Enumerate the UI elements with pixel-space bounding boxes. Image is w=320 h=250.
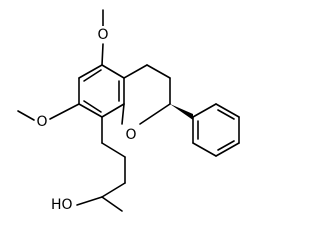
bond-lines — [17, 9, 240, 212]
ring-a-bond-4 — [101, 103, 125, 118]
phenyl-bond-5 — [215, 103, 240, 118]
ho-label-bg — [50, 196, 76, 213]
pyran-bond-1 — [123, 64, 148, 79]
o-left-label: O — [36, 114, 47, 130]
atom-labels: O O O HO — [35, 26, 138, 213]
pyran-bond-5 — [121, 103, 125, 125]
methoxy-left-bond-2 — [17, 110, 35, 121]
ring-a-bond-6 — [101, 64, 125, 79]
methoxy-left-bond-1 — [49, 103, 80, 120]
ho-label: HO — [51, 197, 73, 213]
ring-a-bond-3 — [78, 103, 103, 118]
methoxy-top-bond-1 — [101, 43, 104, 66]
phenyl-bond-2 — [192, 142, 217, 157]
o-ring-label-bg — [124, 126, 138, 143]
phenyl-bond-3 — [215, 142, 240, 157]
pyran-bond-4 — [139, 103, 171, 125]
pyran-bond-2 — [146, 64, 171, 79]
ring-a-bond-1 — [78, 64, 103, 79]
side-chain-bond-4 — [101, 182, 126, 198]
side-chain-bond-5 — [101, 196, 123, 212]
phenyl-bond-6 — [192, 103, 217, 118]
o-top-label-bg — [96, 26, 110, 43]
o-left-label-bg — [35, 114, 49, 131]
phenyl-inner-bond-2 — [217, 140, 235, 151]
side-chain-bond-2 — [101, 142, 126, 158]
o-ring-label: O — [125, 127, 136, 143]
phenyl-inner-bond-3 — [217, 109, 235, 120]
o-top-label: O — [97, 27, 108, 43]
side-chain-bond-6 — [76, 196, 103, 206]
wedge-bond — [170, 104, 193, 120]
ring-a-inner-bond-2 — [83, 100, 102, 113]
ring-a-inner-bond-1 — [83, 69, 102, 82]
chemical-structure-diagram: O O O HO — [17, 9, 240, 213]
